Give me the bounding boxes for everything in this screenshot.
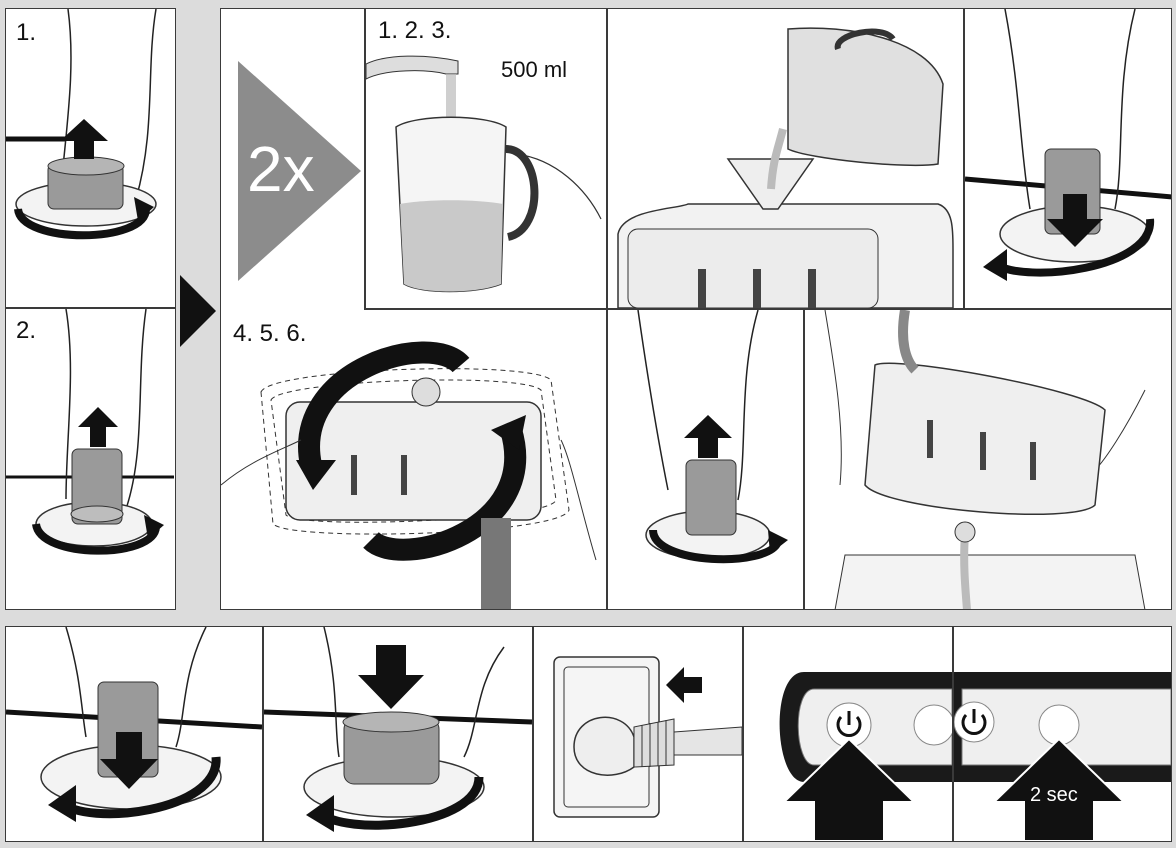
steps-1-2-3-label: 1. 2. 3. — [378, 17, 452, 44]
rotate-arrow-icon — [983, 218, 1155, 281]
bottom-divider-b — [532, 627, 534, 841]
bottom-instruction-panel: 2 sec — [5, 626, 1172, 842]
remove-filter-cell — [608, 310, 803, 609]
repeat-panel-divider-a — [364, 9, 366, 308]
shake-tank-illustration — [221, 341, 597, 609]
left-panel-divider — [6, 307, 175, 309]
repeat-count-cell: 2x — [221, 9, 364, 308]
play-triangle-icon — [180, 275, 216, 347]
pour-water-cell — [608, 9, 963, 308]
up-arrow-icon — [684, 415, 732, 458]
insert-filter-illustration — [965, 9, 1171, 281]
hold-power-illustration — [954, 672, 1171, 841]
up-arrow-icon — [60, 119, 108, 159]
repeat-panel-row-divider — [364, 308, 1171, 310]
empty-tank-illustration — [824, 310, 1146, 609]
repeat-panel-divider-c — [963, 9, 965, 308]
hold-time-label: 2 sec — [1030, 784, 1078, 806]
insert-filter-cell — [965, 9, 1171, 308]
rotate-arrow-icon — [32, 515, 164, 555]
rotate-arrow-icon — [14, 197, 154, 240]
plug-in-cell — [534, 627, 742, 841]
step-2-cell: 2. — [6, 309, 174, 609]
steps-4-5-6-label: 4. 5. 6. — [233, 320, 307, 347]
press-arrow-icon — [991, 737, 1127, 841]
left-instruction-panel: 1. 2. — [5, 8, 176, 610]
rotate-arrow-icon — [306, 776, 484, 832]
pour-tank-illustration — [617, 27, 954, 308]
repeat-panel-divider-d — [803, 308, 805, 609]
repeat-count-label: 2x — [247, 133, 315, 205]
plug-in-illustration — [553, 656, 742, 818]
down-arrow-icon — [358, 645, 424, 709]
press-power-cell — [744, 627, 952, 841]
volume-label: 500 ml — [501, 57, 568, 82]
rotate-arrow-icon — [296, 341, 527, 561]
power-icon — [826, 702, 872, 748]
press-power-illustration — [779, 672, 952, 841]
repeat-panel-divider-b — [606, 9, 608, 609]
down-arrow-icon — [100, 732, 158, 789]
insert-cap-illustration — [264, 627, 532, 832]
repeat-triangle-icon — [238, 61, 361, 281]
up-arrow-icon — [78, 407, 118, 447]
down-arrow-icon — [1047, 194, 1103, 247]
pitcher-illustration — [366, 55, 602, 293]
shake-tank-cell: 4. 5. 6. — [221, 310, 606, 609]
plug-in-arrow-icon — [666, 667, 702, 703]
bottom-divider-d — [952, 627, 954, 841]
repeat-instruction-panel: 2x 1. 2. 3. 500 ml — [220, 8, 1172, 610]
step-1-illustration — [6, 9, 157, 240]
hold-power-cell: 2 sec — [954, 627, 1171, 841]
reinsert-filter-illustration — [6, 627, 262, 822]
empty-tank-cell — [805, 310, 1171, 609]
fill-pitcher-cell: 1. 2. 3. 500 ml — [366, 9, 606, 308]
insert-cap-cell — [264, 627, 532, 841]
rotate-arrow-icon — [649, 529, 788, 564]
bottom-divider-c — [742, 627, 744, 841]
step-1-cell: 1. — [6, 9, 174, 307]
power-icon — [954, 701, 995, 743]
reinsert-filter-cell — [6, 627, 262, 841]
step-1-label: 1. — [16, 19, 37, 46]
step-2-label: 2. — [16, 317, 37, 344]
bottom-divider-a — [262, 627, 264, 841]
remove-filter-illustration — [637, 310, 788, 564]
rotate-arrow-icon — [48, 756, 221, 822]
press-arrow-icon — [781, 737, 917, 841]
step-2-illustration — [6, 309, 174, 555]
